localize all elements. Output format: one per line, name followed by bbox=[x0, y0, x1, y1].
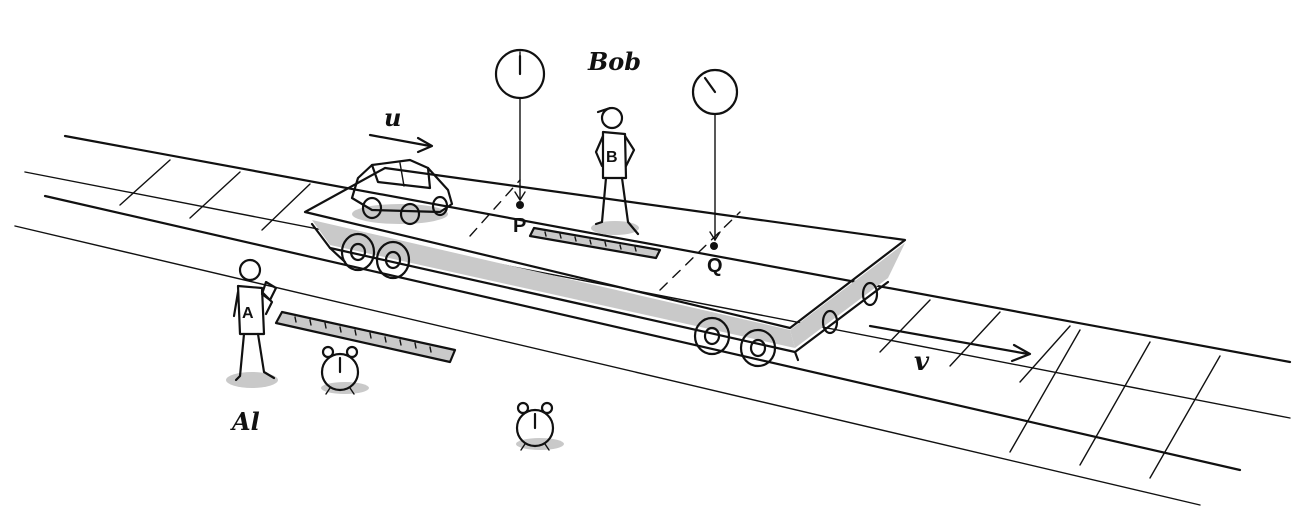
platform-wheels bbox=[340, 232, 879, 368]
point-p-label: P bbox=[513, 215, 526, 237]
platform-ruler bbox=[528, 226, 662, 260]
clock-q-pole bbox=[691, 68, 739, 250]
al-shirt-letter: A bbox=[242, 305, 254, 322]
car-velocity-arrow bbox=[368, 133, 434, 154]
bob-shirt-letter: B bbox=[606, 149, 618, 166]
ground-alarm-clock-2 bbox=[515, 401, 564, 451]
observer-bob bbox=[591, 106, 640, 236]
ground-alarm-clock-1 bbox=[320, 345, 369, 395]
observer-al-label: Al bbox=[230, 407, 260, 436]
point-q-label: Q bbox=[707, 255, 723, 277]
platform-velocity-arrow bbox=[868, 324, 1032, 363]
ground-ruler bbox=[274, 310, 457, 364]
observer-al bbox=[226, 258, 278, 388]
toy-car bbox=[350, 158, 454, 226]
clock-p-pole bbox=[494, 48, 546, 209]
platform-velocity-label: v bbox=[914, 347, 930, 377]
platform-car bbox=[303, 166, 907, 368]
observer-bob-label: Bob bbox=[587, 47, 641, 76]
car-velocity-label: u bbox=[384, 103, 401, 132]
track bbox=[14, 134, 1292, 506]
